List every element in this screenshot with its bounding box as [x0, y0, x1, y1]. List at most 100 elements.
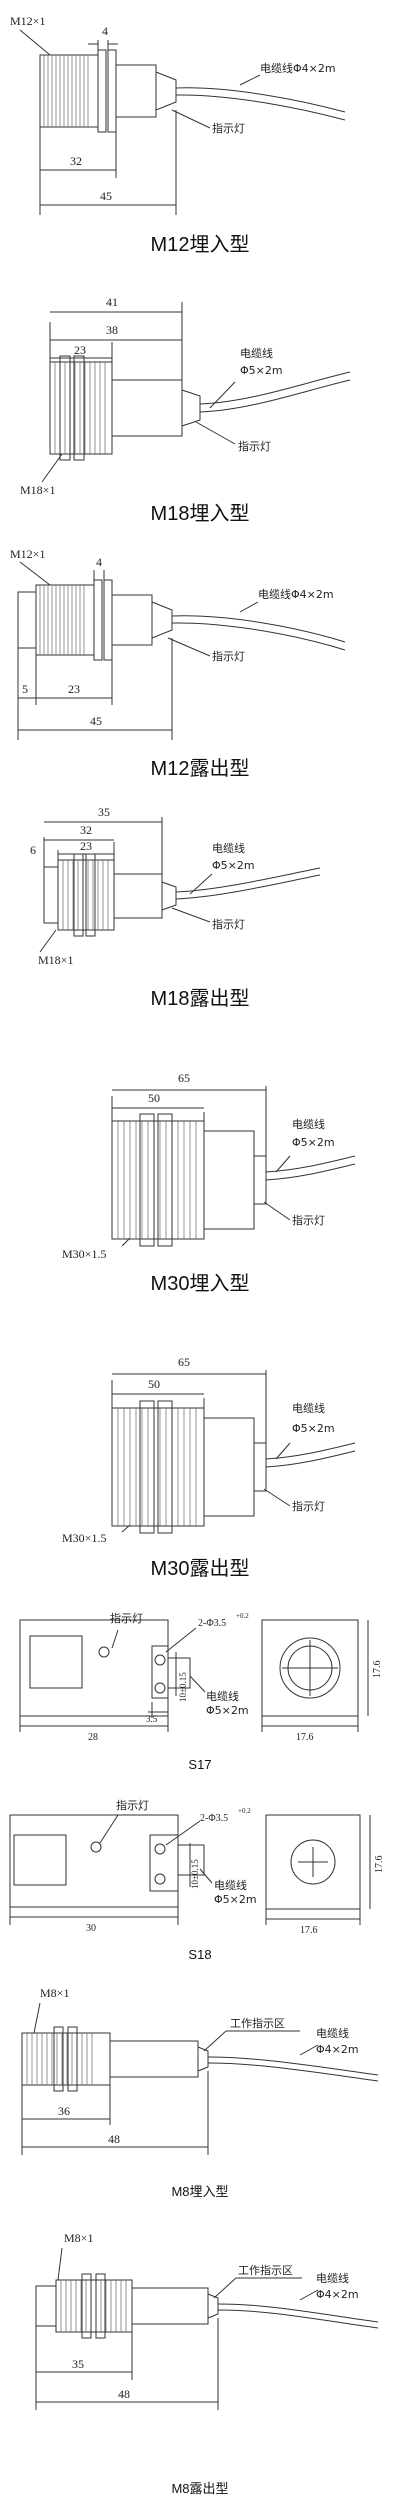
dim-6: 6	[30, 843, 36, 857]
cable-label: 电缆线Φ4×2m	[260, 61, 336, 75]
s17-title: S17	[188, 1757, 212, 1772]
dim-50: 50	[148, 1377, 160, 1391]
zone-label: 工作指示区	[230, 2016, 285, 2030]
m12-flush-drawing: M12×1 4 电缆线Φ4×2m 指示灯 32 45	[10, 14, 400, 225]
m18-extended-drawing: 35 32 6 23 电缆线 Φ5×2m 指示灯 M18×1	[30, 805, 400, 967]
dim-36: 36	[58, 2104, 70, 2118]
thread-label: M12×1	[10, 547, 45, 561]
cable-spec: Φ4×2m	[316, 2043, 359, 2056]
thread-body	[40, 55, 98, 127]
dim-23: 23	[68, 682, 80, 696]
m30-extended-drawing: 65 50 电缆线 Φ5×2m 指示灯 M30×1.5	[62, 1355, 400, 1545]
hole-spec: 2-Φ3.5	[198, 1618, 226, 1629]
dim-32: 32	[80, 823, 92, 837]
cable-label: 电缆线	[316, 2271, 349, 2285]
dim-65: 65	[178, 1355, 190, 1369]
cable-label: 电缆线	[214, 1878, 247, 1892]
indicator-label: 指示灯	[212, 917, 245, 931]
indicator-label: 指示灯	[292, 1213, 325, 1227]
dim-41: 41	[106, 295, 118, 309]
dim-17-6-height: 17.6	[372, 1661, 383, 1679]
dim-45: 45	[100, 189, 112, 203]
dim-17-6-width: 17.6	[296, 1732, 314, 1743]
dim-4: 4	[96, 555, 102, 569]
cable-spec: Φ5×2m	[214, 1893, 257, 1906]
m18-flush-section: 41 38 23 电缆线 Φ5×2m 指示灯 M18×1	[0, 262, 400, 502]
cable-label: 电缆线	[292, 1401, 325, 1415]
m30-extended-title: M30露出型	[150, 1558, 250, 1580]
thread-label: M30×1.5	[62, 1531, 106, 1545]
m12-extended-title: M12露出型	[150, 758, 250, 780]
indicator-label: 指示灯	[238, 439, 271, 453]
dim-48: 48	[118, 2387, 130, 2401]
m30-flush-title: M30埋入型	[150, 1273, 250, 1295]
hole-pitch: 10±0.15	[178, 1672, 188, 1702]
dim-38: 38	[106, 323, 118, 337]
s18-title: S18	[188, 1947, 212, 1962]
m12-extended-section: M12×1 4 电缆线Φ4×2m 指示灯 5 23 45	[0, 530, 400, 755]
dim-30: 30	[86, 1923, 96, 1934]
m12-flush-section: M12×1 4 电缆线Φ4×2m 指示灯 32 45	[0, 0, 400, 225]
dim-17-6-width: 17.6	[300, 1925, 318, 1936]
hole-tolerance: +0.2	[236, 1612, 249, 1620]
m8-extended-section: M8×1 工作指示区 电缆线 Φ4×2m 35 48	[0, 2218, 400, 2478]
s18-section: 指示灯 2-Φ3.5 +0.2 10±0.15 电缆线 Φ5×2m 30 17.…	[0, 1785, 400, 1950]
thread-label: M8×1	[64, 2231, 93, 2245]
dim-35: 35	[98, 805, 110, 819]
m18-flush-drawing: 41 38 23 电缆线 Φ5×2m 指示灯 M18×1	[20, 295, 400, 497]
s17-section: 指示灯 2-Φ3.5 +0.2 10±0.15 电缆线 Φ5×2m 28 3.5…	[0, 1590, 400, 1760]
m8-flush-section: M8×1 工作指示区 电缆线 Φ4×2m 36 48	[0, 1975, 400, 2170]
m8-flush-drawing: M8×1 工作指示区 电缆线 Φ4×2m 36 48	[0, 1986, 400, 2170]
m30-extended-section: 65 50 电缆线 Φ5×2m 指示灯 M30×1.5	[0, 1300, 400, 1545]
dim-28: 28	[88, 1732, 98, 1743]
cable-spec: Φ4×2m	[316, 2288, 359, 2301]
hole-tolerance: +0.2	[238, 1807, 251, 1815]
thread-label: M30×1.5	[62, 1247, 106, 1261]
cable-spec: Φ5×2m	[212, 859, 255, 872]
s18-drawing: 指示灯 2-Φ3.5 +0.2 10±0.15 电缆线 Φ5×2m 30 17.…	[0, 1798, 385, 1936]
s17-drawing: 指示灯 2-Φ3.5 +0.2 10±0.15 电缆线 Φ5×2m 28 3.5…	[0, 1611, 383, 1743]
m8-extended-title: M8露出型	[171, 2481, 229, 2496]
cable-spec: Φ5×2m	[206, 1704, 249, 1717]
indicator-label: 指示灯	[116, 1798, 149, 1812]
cable-spec: Φ5×2m	[292, 1422, 335, 1435]
cable-label: 电缆线	[212, 841, 245, 855]
cable-label: 电缆线	[292, 1117, 325, 1131]
dim-23: 23	[74, 343, 86, 357]
cable-label: 电缆线	[206, 1689, 239, 1703]
cable-spec: Φ5×2m	[240, 364, 283, 377]
dim-17-6-height: 17.6	[374, 1856, 385, 1874]
indicator-label: 指示灯	[110, 1611, 143, 1625]
dim-4: 4	[102, 24, 108, 38]
m18-flush-title: M18埋入型	[150, 503, 250, 525]
m8-extended-drawing: M8×1 工作指示区 电缆线 Φ4×2m 35 48	[0, 2231, 400, 2478]
thread-label: M18×1	[38, 953, 73, 967]
dim-32: 32	[70, 154, 82, 168]
dim-23: 23	[80, 839, 92, 853]
dim-35: 35	[72, 2357, 84, 2371]
cable-label: 电缆线	[240, 346, 273, 360]
cable-label: 电缆线	[316, 2026, 349, 2040]
m18-extended-title: M18露出型	[150, 988, 250, 1010]
indicator-label: 指示灯	[212, 649, 245, 663]
zone-label: 工作指示区	[238, 2263, 293, 2277]
m30-flush-section: 65 50 电缆线 Φ5×2m 指示灯 M30×1.5	[0, 1016, 400, 1261]
dim-50: 50	[148, 1091, 160, 1105]
dim-48: 48	[108, 2132, 120, 2146]
indicator-label: 指示灯	[292, 1499, 325, 1513]
dim-65: 65	[178, 1071, 190, 1085]
cable-label: 电缆线Φ4×2m	[258, 587, 334, 601]
thread-label: M12×1	[10, 14, 45, 28]
dim-5: 5	[22, 682, 28, 696]
m12-flush-title: M12埋入型	[150, 234, 250, 256]
thread-label: M18×1	[20, 483, 55, 497]
dim-3-5: 3.5	[146, 1714, 158, 1724]
m8-flush-title: M8埋入型	[171, 2184, 229, 2199]
m12-extended-drawing: M12×1 4 电缆线Φ4×2m 指示灯 5 23 45	[10, 547, 400, 755]
hole-spec: 2-Φ3.5	[200, 1813, 228, 1824]
indicator-label: 指示灯	[212, 121, 245, 135]
m30-flush-drawing: 65 50 电缆线 Φ5×2m 指示灯 M30×1.5	[62, 1071, 400, 1261]
dim-45: 45	[90, 714, 102, 728]
hole-pitch: 10±0.15	[190, 1859, 200, 1889]
